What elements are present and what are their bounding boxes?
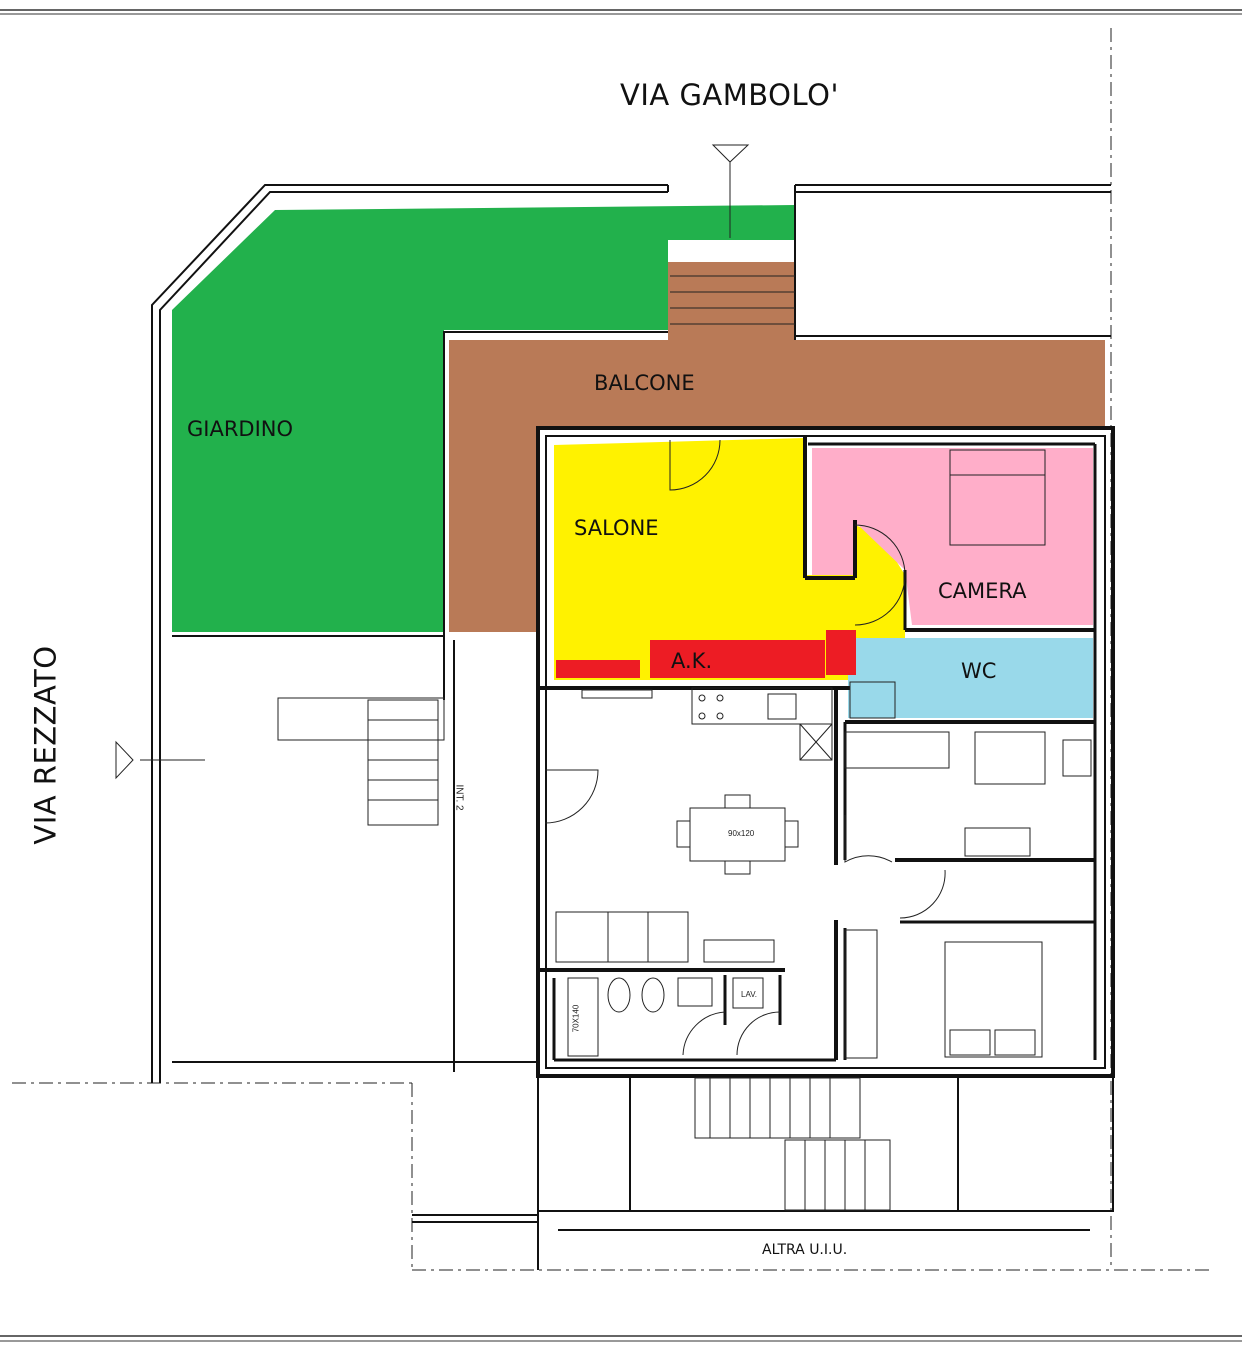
area-salone — [554, 438, 905, 680]
area-ak-right — [826, 630, 856, 675]
laundry-label: LAV. — [741, 990, 758, 999]
area-wc — [848, 638, 1093, 718]
area-ak-left — [556, 660, 640, 678]
shower — [567, 977, 599, 1057]
wardrobe — [844, 731, 950, 769]
stairs — [277, 275, 891, 1211]
area-balcone — [449, 340, 1105, 632]
room-label-camera: CAMERA — [938, 579, 1027, 603]
kitchen-counter — [691, 687, 833, 725]
area-giardino — [172, 205, 795, 632]
room-label-salone: SALONE — [574, 516, 659, 540]
table-size-label: 90x120 — [728, 829, 755, 838]
area-ak — [650, 640, 825, 678]
room-label-ak: A.K. — [671, 649, 713, 673]
room-label-balcone: BALCONE — [594, 371, 695, 395]
area-balcone-steps — [668, 262, 795, 340]
bed-single — [974, 731, 1046, 785]
room-label-giardino: GIARDINO — [187, 417, 294, 441]
sofa — [555, 911, 689, 963]
double-bed — [944, 941, 1043, 1058]
shower-size-label: 70X140 — [571, 1004, 581, 1033]
frame — [0, 9, 1242, 1342]
room-label-wc: WC — [961, 659, 997, 683]
desk — [964, 827, 1031, 857]
internal-label: INT. 2 — [453, 784, 465, 811]
wardrobe-2 — [844, 929, 878, 1059]
area-camera — [812, 448, 1093, 625]
street-label-north: VIA GAMBOLO' — [620, 78, 839, 112]
other-unit-label: ALTRA U.I.U. — [762, 1242, 848, 1258]
street-label-west: VIA REZZATO — [28, 645, 63, 845]
furniture — [115, 144, 1092, 1059]
